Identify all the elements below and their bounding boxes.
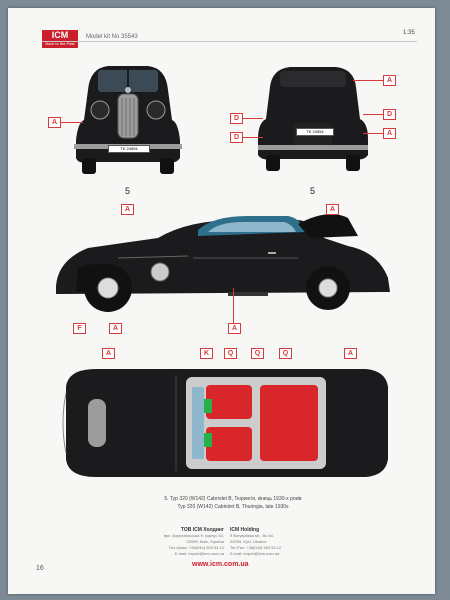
caption-ukrainian: 5. Typ 320 (W142) Cabriolet B, Тюрингія,… xyxy=(164,496,302,502)
callout-side-a-door: A xyxy=(228,323,241,334)
front-license-plate: TK 24554 xyxy=(108,145,150,153)
front-view-illustration xyxy=(74,66,182,174)
leader-line xyxy=(233,288,234,323)
callout-top-q-3: Q xyxy=(279,348,292,359)
callout-top-a-right: A xyxy=(344,348,357,359)
scale-label: 1:35 xyxy=(403,30,415,36)
callout-side-a-wheel: A xyxy=(109,323,122,334)
header-divider xyxy=(42,41,417,42)
callout-top-q-2: Q xyxy=(251,348,264,359)
leader-line xyxy=(243,118,263,119)
page-number: 16 xyxy=(36,565,44,572)
caption-english: Typ 320 (W142) Cabriolet B, Thuringia, l… xyxy=(177,504,289,510)
callout-rear-d-right: D xyxy=(383,109,396,120)
callout-side-a-hood: A xyxy=(121,204,134,215)
callout-top-k: K xyxy=(200,348,213,359)
leader-line xyxy=(61,122,83,123)
leader-line xyxy=(353,80,383,81)
callout-rear-d-left: D xyxy=(230,113,243,124)
callout-top-a-left: A xyxy=(102,348,115,359)
footer-address-en: ICM Holding 9 Boryspilska str., Bu 64, 0… xyxy=(230,527,282,556)
side-view-illustration xyxy=(56,214,390,312)
callout-top-q-1: Q xyxy=(224,348,237,359)
leader-line xyxy=(363,133,383,134)
rear-view-number: 5 xyxy=(310,186,316,196)
callout-rear-d-lower: D xyxy=(230,132,243,143)
callout-rear-a-bottom: A xyxy=(383,128,396,139)
leader-line xyxy=(363,114,383,115)
footer-address-ua: ТОВ ICM Холдинг вул. Бориспільська 9, ко… xyxy=(163,527,224,556)
front-view-number: 5 xyxy=(125,186,131,196)
leader-line xyxy=(243,137,263,138)
model-kit-number: Model kit No 35543 xyxy=(86,34,138,40)
callout-front-a: A xyxy=(48,117,61,128)
callout-rear-a-top: A xyxy=(383,75,396,86)
callout-side-f: F xyxy=(73,323,86,334)
rear-license-plate: TK 24554 xyxy=(296,128,334,136)
website-url: www.icm.com.ua xyxy=(192,561,249,568)
callout-side-a-roof: A xyxy=(326,204,339,215)
top-view-illustration xyxy=(62,369,388,477)
